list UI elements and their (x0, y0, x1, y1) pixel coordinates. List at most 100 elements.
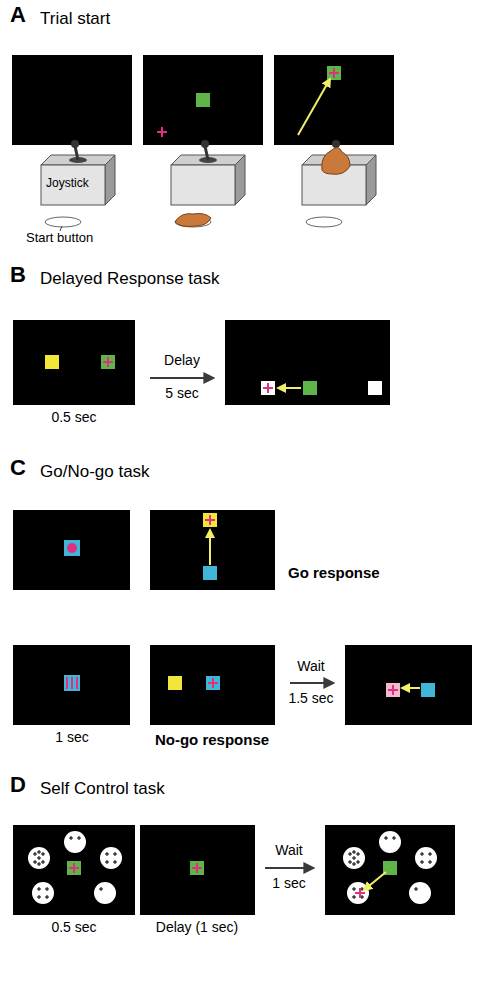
panel-letter: D (10, 772, 26, 797)
reward-circle (64, 831, 86, 853)
panel-letter: B (10, 262, 26, 287)
monitor-screen (12, 55, 132, 145)
stimulus-dot (67, 543, 77, 553)
hand (322, 147, 350, 174)
response-label: No-go response (155, 731, 269, 748)
response-label: Go response (288, 564, 380, 581)
stimulus-square (64, 540, 80, 556)
reward-circle (347, 882, 369, 904)
reward-marks (384, 836, 396, 840)
stimulus-square (203, 566, 217, 580)
timing-label: Wait (297, 658, 324, 674)
reward-marks (69, 836, 81, 840)
cursor-cross (355, 888, 365, 898)
cursor-cross (103, 357, 113, 367)
start-button (306, 217, 342, 227)
stimulus-square (196, 93, 210, 107)
monitor-screen (274, 55, 394, 145)
joystick-knob (332, 140, 340, 148)
monitor-screen (225, 320, 390, 405)
cursor-arrow (209, 530, 211, 565)
timing-label: 1 sec (272, 875, 305, 891)
cursor-cross (192, 863, 202, 873)
cursor-cross (205, 515, 215, 525)
joystick-stick (205, 146, 208, 160)
joystick-box-front (41, 165, 105, 205)
stimulus-square (368, 381, 382, 395)
time-arrow (290, 682, 333, 684)
reward-marks (420, 852, 432, 864)
panel-title: Trial start (40, 9, 110, 29)
reward-circle (415, 847, 437, 869)
timing-label: 5 sec (165, 385, 198, 401)
reward-circle (379, 831, 401, 853)
stimulus-square (327, 66, 341, 80)
timing-label: 0.5 sec (51, 409, 96, 425)
reward-circle (343, 847, 365, 869)
panel-letter: C (10, 455, 26, 480)
timing-label: 1.5 sec (288, 690, 333, 706)
joystick-knob (201, 140, 209, 148)
cursor-cross (388, 685, 398, 695)
cursor-cross (157, 127, 167, 137)
monitor-screen (345, 645, 472, 725)
panel-title: Delayed Response task (40, 269, 220, 289)
reward-circle (94, 882, 116, 904)
timing-label: Wait (275, 842, 302, 858)
reward-marks (414, 887, 418, 891)
reward-marks (37, 887, 49, 899)
cursor-arrow (298, 79, 330, 135)
joystick-box-side (366, 155, 376, 205)
stimulus-stripes (67, 677, 77, 689)
monitor-screen (13, 825, 135, 915)
reward-circle (28, 847, 50, 869)
reward-circle (409, 882, 431, 904)
cursor-arrow (278, 387, 301, 389)
joystick-box-side (105, 155, 115, 205)
cursor-cross (69, 863, 79, 873)
stimulus-square (386, 683, 400, 697)
stimulus-square (67, 861, 81, 875)
joystick-box-front (171, 165, 235, 205)
reward-circle (100, 847, 122, 869)
monitor-screen (150, 510, 275, 590)
part-label: Joystick (46, 177, 89, 191)
monitor-screen (13, 645, 130, 725)
stimulus-square (303, 381, 317, 395)
reward-marks (33, 850, 45, 866)
stimulus-square (101, 355, 115, 369)
timing-label: Delay (1 sec) (156, 919, 238, 935)
cursor-cross (208, 678, 218, 688)
stimulus-square (190, 861, 204, 875)
part-label: Start button (26, 231, 93, 246)
reward-circle (32, 882, 54, 904)
reward-marks (352, 887, 364, 899)
reward-marks (99, 887, 103, 891)
joystick-stick (75, 146, 78, 160)
monitor-screen (325, 825, 455, 915)
timing-label: 0.5 sec (51, 919, 96, 935)
monitor-screen (13, 510, 130, 590)
time-arrow (265, 867, 313, 869)
hand (175, 214, 211, 227)
monitor-screen (140, 825, 255, 915)
panel-title: Go/No-go task (40, 462, 150, 482)
timing-label: 1 sec (55, 729, 88, 745)
panel-letter: A (10, 2, 26, 27)
timing-label: Delay (164, 352, 200, 368)
reward-marks (105, 852, 117, 864)
stimulus-square (168, 676, 182, 690)
monitor-screen (13, 320, 135, 405)
cursor-cross (263, 383, 273, 393)
cursor-arrow (402, 687, 420, 689)
joystick-knob (71, 140, 79, 148)
stimulus-square (421, 683, 435, 697)
stimulus-square (45, 355, 59, 369)
joystick-box-side (235, 155, 245, 205)
stimulus-square (206, 676, 220, 690)
stimulus-square (64, 675, 80, 691)
panel-title: Self Control task (40, 779, 165, 799)
reward-marks (348, 850, 360, 866)
